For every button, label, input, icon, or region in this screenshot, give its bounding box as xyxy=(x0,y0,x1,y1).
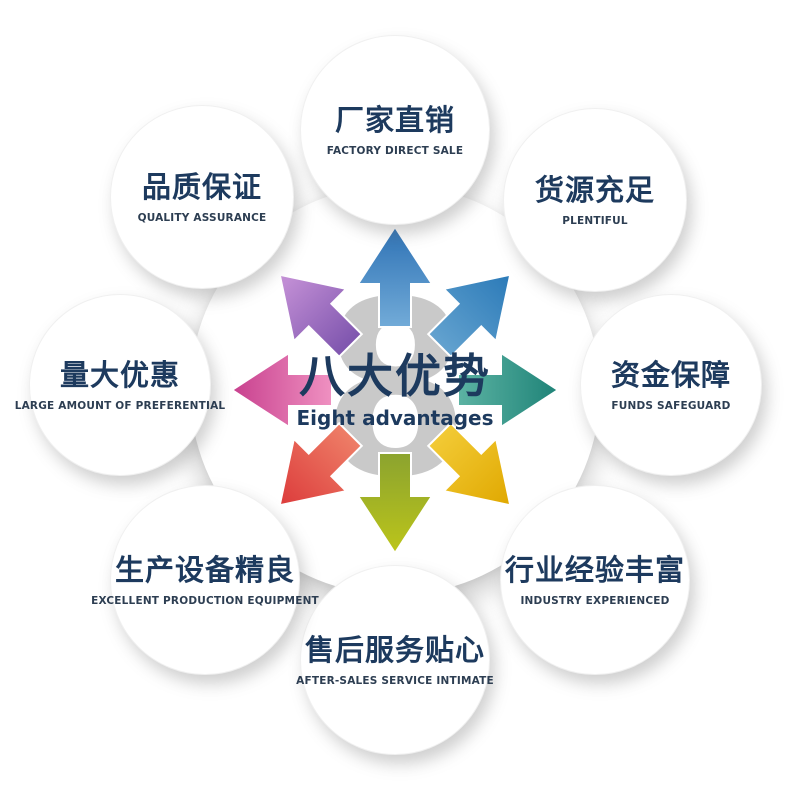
advantage-circle-right: 资金保障 FUNDS SAFEGUARD xyxy=(580,294,762,476)
arrow-up-right-icon xyxy=(426,273,512,359)
advantage-circle-bottom: 售后服务贴心 AFTER-SALES SERVICE INTIMATE xyxy=(296,565,494,755)
advantage-circle-left: 量大优惠 LARGE AMOUNT OF PREFERENTIAL xyxy=(15,294,225,476)
arrow-right-icon xyxy=(457,351,560,429)
advantage-title: 量大优惠 xyxy=(59,358,180,393)
arrow-down-right-icon xyxy=(426,421,512,507)
advantage-circle-bottom-right: 行业经验丰富 INDUSTRY EXPERIENCED xyxy=(500,485,690,675)
advantage-subtitle: INDUSTRY EXPERIENCED xyxy=(520,594,670,607)
advantage-circle-bottom-left: 生产设备精良 EXCELLENT PRODUCTION EQUIPMENT xyxy=(91,485,319,675)
advantage-subtitle: QUALITY ASSURANCE xyxy=(137,211,267,224)
advantage-title: 厂家直销 xyxy=(334,103,455,138)
arrow-up-left-icon xyxy=(278,273,364,359)
advantage-circle-top-right: 货源充足 PLENTIFUL xyxy=(503,108,687,292)
advantage-title: 品质保证 xyxy=(141,170,262,205)
advantage-subtitle: FUNDS SAFEGUARD xyxy=(611,399,731,412)
advantage-subtitle: LARGE AMOUNT OF PREFERENTIAL xyxy=(14,399,226,412)
advantage-circle-top-left: 品质保证 QUALITY ASSURANCE xyxy=(110,105,294,289)
arrow-down-icon xyxy=(356,452,434,555)
radial-arrows xyxy=(230,225,560,555)
advantage-title: 资金保障 xyxy=(610,358,731,393)
advantage-subtitle: AFTER-SALES SERVICE INTIMATE xyxy=(296,674,494,687)
advantage-subtitle: PLENTIFUL xyxy=(562,214,628,227)
arrow-down-left-icon xyxy=(278,421,364,507)
advantage-title: 生产设备精良 xyxy=(114,553,295,588)
advantage-circle-top: 厂家直销 FACTORY DIRECT SALE xyxy=(300,35,490,225)
advantage-subtitle: FACTORY DIRECT SALE xyxy=(326,144,464,157)
advantage-title: 行业经验丰富 xyxy=(504,553,685,588)
advantage-title: 售后服务贴心 xyxy=(304,633,485,668)
advantage-subtitle: EXCELLENT PRODUCTION EQUIPMENT xyxy=(91,594,319,607)
advantage-title: 货源充足 xyxy=(534,173,655,208)
arrow-left-icon xyxy=(230,351,333,429)
arrow-up-icon xyxy=(356,225,434,328)
